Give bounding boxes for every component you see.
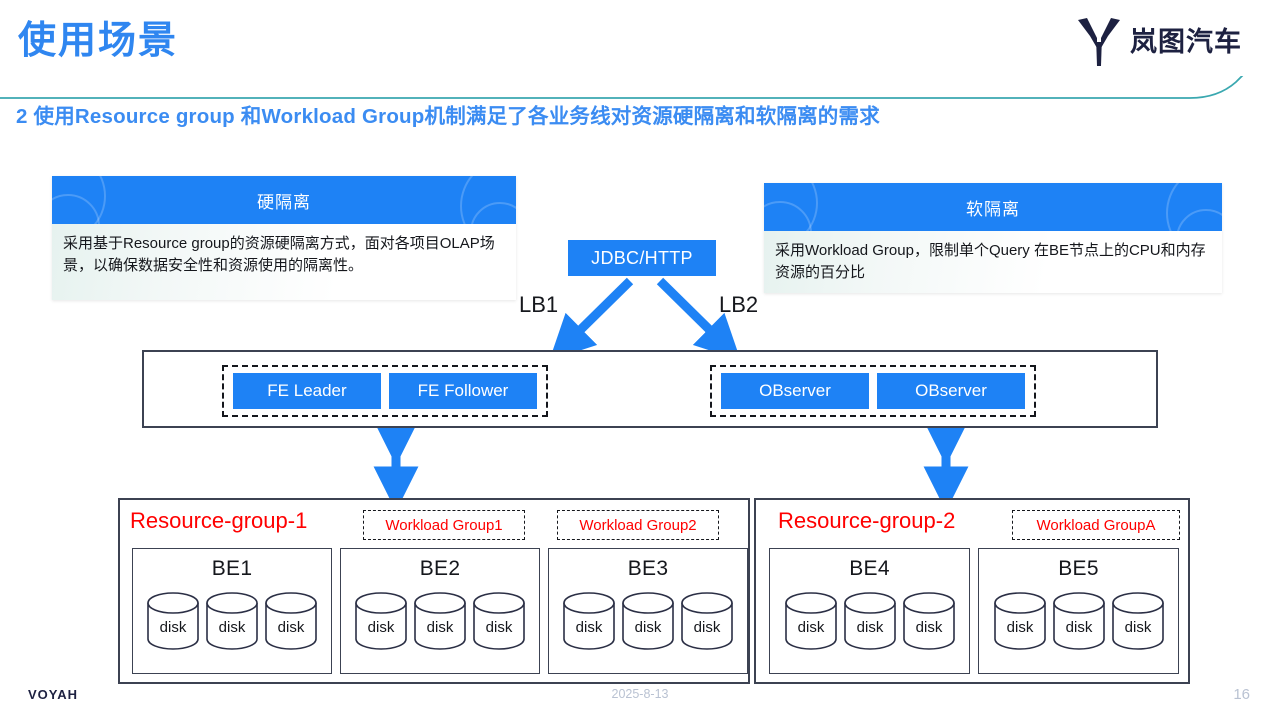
- brand-logo: 岚图汽车: [1077, 16, 1242, 68]
- voyah-logo-icon: [1077, 16, 1121, 68]
- svg-text:disk: disk: [278, 619, 305, 636]
- hard-isolation-card: 硬隔离 采用基于Resource group的资源硬隔离方式，面对各项目OLAP…: [52, 176, 516, 300]
- disk-icon: disk: [681, 592, 733, 650]
- disk-icon: disk: [206, 592, 258, 650]
- svg-text:disk: disk: [915, 619, 942, 636]
- decorative-circle-icon: [52, 194, 100, 224]
- disk-row: disk disk disk: [561, 592, 735, 650]
- disk-icon: disk: [147, 592, 199, 650]
- hard-isolation-card-header: 硬隔离: [52, 176, 516, 224]
- decorative-circle-icon: [52, 176, 106, 224]
- frontend-band: FE Leader FE Follower OBserver OBserver: [142, 350, 1158, 428]
- resource-group-2-title: Resource-group-2: [778, 508, 956, 533]
- backend-label: BE2: [419, 557, 461, 580]
- backend-node-be1[interactable]: BE1 disk disk disk: [132, 548, 332, 674]
- svg-text:disk: disk: [427, 619, 454, 636]
- brand-name: 岚图汽车: [1130, 26, 1242, 57]
- fe-group: FE Leader FE Follower: [222, 365, 548, 417]
- svg-text:disk: disk: [1124, 619, 1151, 636]
- disk-icon: disk: [843, 592, 896, 650]
- disk-icon: disk: [265, 592, 317, 650]
- soft-isolation-card-body: 采用Workload Group，限制单个Query 在BE节点上的CPU和内存…: [764, 231, 1222, 293]
- disk-icon: disk: [355, 592, 407, 650]
- svg-text:disk: disk: [694, 619, 721, 636]
- backend-label: BE5: [1058, 557, 1099, 580]
- backend-node-be4[interactable]: BE4 disk disk disk: [769, 548, 970, 674]
- lb1-label: LB1: [519, 292, 559, 317]
- workload-group-1-chip: Workload Group1: [363, 510, 525, 540]
- footer-page-number: 16: [1233, 686, 1250, 703]
- lb2-label: LB2: [719, 292, 759, 317]
- hard-isolation-card-title: 硬隔离: [257, 192, 311, 212]
- svg-text:disk: disk: [576, 619, 603, 636]
- svg-text:disk: disk: [160, 619, 187, 636]
- disk-icon: disk: [622, 592, 674, 650]
- fe-leader-node[interactable]: FE Leader: [233, 373, 381, 409]
- backend-node-be2[interactable]: BE2 disk disk disk: [340, 548, 540, 674]
- footer-date: 2025-8-13: [611, 687, 669, 701]
- observer-group: OBserver OBserver: [710, 365, 1036, 417]
- soft-isolation-card-header: 软隔离: [764, 183, 1222, 231]
- soft-isolation-card: 软隔离 采用Workload Group，限制单个Query 在BE节点上的CP…: [764, 183, 1222, 293]
- svg-text:disk: disk: [1006, 619, 1033, 636]
- resource-group-1-title: Resource-group-1: [130, 508, 308, 533]
- disk-icon: disk: [563, 592, 615, 650]
- soft-isolation-card-title: 软隔离: [966, 199, 1020, 219]
- decorative-circle-icon: [764, 201, 812, 231]
- backend-label: BE4: [849, 557, 890, 580]
- disk-row: disk disk disk: [353, 592, 527, 650]
- disk-icon: disk: [1111, 592, 1164, 650]
- resource-group-2: Resource-group-2 Workload GroupA BE4 dis…: [754, 498, 1190, 684]
- disk-row: disk disk disk: [783, 592, 957, 650]
- backend-row: BE4 disk disk disk: [769, 548, 1179, 674]
- disk-row: disk disk disk: [992, 592, 1166, 650]
- svg-text:disk: disk: [635, 619, 662, 636]
- jdbc-http-node[interactable]: JDBC/HTTP: [568, 240, 716, 276]
- disk-icon: disk: [993, 592, 1046, 650]
- svg-text:disk: disk: [1065, 619, 1092, 636]
- workload-group-2-chip: Workload Group2: [557, 510, 719, 540]
- backend-label: BE3: [627, 557, 669, 580]
- decorative-circle-icon: [764, 183, 818, 231]
- disk-icon: disk: [473, 592, 525, 650]
- disk-icon: disk: [784, 592, 837, 650]
- header-divider: [0, 76, 1244, 99]
- disk-icon: disk: [414, 592, 466, 650]
- footer-logo: VOYAH: [28, 687, 79, 702]
- workload-group-a-chip: Workload GroupA: [1012, 510, 1180, 540]
- svg-text:disk: disk: [486, 619, 513, 636]
- decorative-circle-icon: [470, 202, 516, 224]
- svg-text:disk: disk: [219, 619, 246, 636]
- disk-row: disk disk disk: [145, 592, 319, 650]
- backend-label: BE1: [211, 557, 253, 580]
- decorative-circle-icon: [460, 176, 516, 224]
- observer-node-2[interactable]: OBserver: [877, 373, 1025, 409]
- backend-row: BE1 disk disk disk: [132, 548, 748, 674]
- slide-subtitle: 2 使用Resource group 和Workload Group机制满足了各…: [16, 105, 880, 128]
- hard-isolation-card-body: 采用基于Resource group的资源硬隔离方式，面对各项目OLAP场景，以…: [52, 224, 516, 300]
- backend-node-be5[interactable]: BE5 disk disk disk: [978, 548, 1179, 674]
- fe-follower-node[interactable]: FE Follower: [389, 373, 537, 409]
- decorative-circle-icon: [1166, 183, 1222, 231]
- svg-text:disk: disk: [797, 619, 824, 636]
- observer-node-1[interactable]: OBserver: [721, 373, 869, 409]
- backend-node-be3[interactable]: BE3 disk disk disk: [548, 548, 748, 674]
- resource-group-1: Resource-group-1 Workload Group1 Workloa…: [118, 498, 750, 684]
- svg-text:disk: disk: [368, 619, 395, 636]
- disk-icon: disk: [902, 592, 955, 650]
- svg-text:disk: disk: [856, 619, 883, 636]
- decorative-circle-icon: [1176, 209, 1222, 231]
- disk-icon: disk: [1052, 592, 1105, 650]
- page-title: 使用场景: [18, 20, 179, 62]
